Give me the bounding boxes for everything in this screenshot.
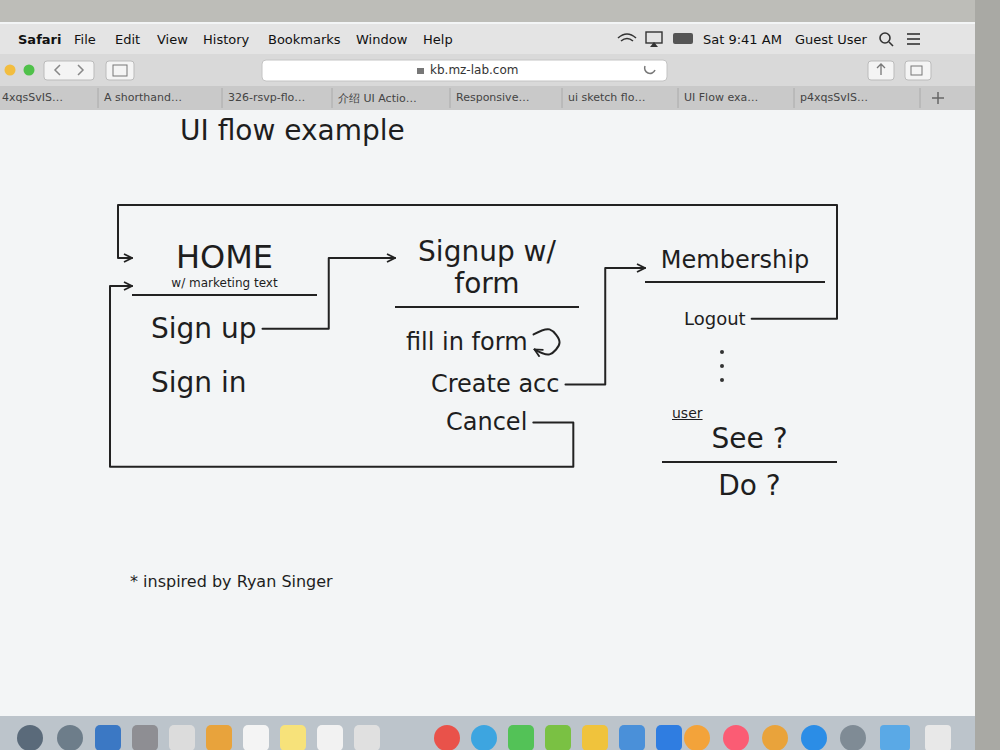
tab-title: UI Flow exa… <box>684 91 758 104</box>
nav-arrows <box>55 65 83 75</box>
do-prompt: Do ? <box>668 463 831 503</box>
sidebar-button <box>106 61 134 80</box>
tabs-icon <box>911 66 922 75</box>
reload-icon <box>645 66 655 73</box>
url-field <box>262 60 667 81</box>
action-item: Create acc <box>425 370 565 399</box>
tabs-button <box>905 61 931 80</box>
nav-buttons <box>44 61 94 80</box>
role-label: user <box>668 405 831 422</box>
dock <box>0 716 975 750</box>
menu-item: Edit <box>115 32 140 47</box>
menu-item: History <box>203 32 249 47</box>
screen-title: Signup w/ form <box>395 236 579 308</box>
screen <box>0 22 975 750</box>
menu-item: Window <box>356 32 407 47</box>
screen-block: MembershipLogout <box>645 246 825 336</box>
share-icon <box>877 64 885 75</box>
action-label: Sign in <box>151 366 247 400</box>
action-item: Cancel <box>440 408 533 437</box>
action-label: Cancel <box>446 408 527 437</box>
wifi-icon <box>618 34 636 41</box>
action-label: Create acc <box>431 370 559 399</box>
wall-edge <box>975 0 1000 750</box>
lock-icon <box>417 68 424 74</box>
tab-title: 介绍 UI Actio… <box>338 91 417 106</box>
diagram-title: UI flow example <box>180 114 405 147</box>
ceiling <box>0 0 1000 24</box>
dock-icons <box>17 725 951 750</box>
airplay-icon <box>646 32 662 43</box>
list-icon <box>907 34 920 44</box>
loop-arrow <box>534 329 560 354</box>
new-tab-icon <box>932 92 944 104</box>
menu-item: Help <box>423 32 453 47</box>
flow-arrow <box>263 258 396 329</box>
toolbar <box>0 54 975 86</box>
footnote: * inspired by Ryan Singer <box>130 572 333 591</box>
menu-item: View <box>157 32 188 47</box>
screen-title: HOME <box>138 238 311 276</box>
search-icon <box>880 33 890 43</box>
battery-icon <box>673 33 693 44</box>
screen-title: Membership <box>645 246 825 283</box>
search-icon <box>889 42 893 46</box>
action-label: Logout <box>684 308 746 330</box>
tab-separators <box>98 88 920 108</box>
flow-arrow <box>118 205 837 319</box>
url-text: kb.mz-lab.com <box>430 63 518 77</box>
tab-title: 326-rsvp-flo… <box>228 91 305 104</box>
tab-bar <box>0 86 975 110</box>
screen-block: Signup w/ form fill in formCreate accCanc… <box>395 236 579 443</box>
action-item: Sign in <box>145 366 253 400</box>
window-button <box>24 65 35 76</box>
screen-subtitle: w/ marketing text <box>132 276 317 295</box>
menu-item: Bookmarks <box>268 32 341 47</box>
action-item: fill in form <box>400 328 534 357</box>
share-button <box>868 61 894 80</box>
tab-title: p4xqsSvIS… <box>800 91 868 104</box>
tab-title: ui sketch flo… <box>568 91 646 104</box>
airplay-icon <box>650 42 658 47</box>
action-item: Sign up <box>145 312 263 346</box>
flow-arrow <box>110 286 573 467</box>
tab-title: A shorthand… <box>104 91 182 104</box>
clock: Sat 9:41 AM <box>703 32 782 47</box>
action-label: Sign up <box>151 312 257 346</box>
screen-template: userSee ?Do ? <box>662 405 837 503</box>
action-item: Logout <box>678 308 752 330</box>
screen-block: HOMEw/ marketing textSign up Sign in <box>132 238 317 406</box>
action-label: fill in form <box>406 328 528 357</box>
tab-title: Responsive… <box>456 91 529 104</box>
user-name: Guest User <box>795 32 867 47</box>
window-button <box>5 65 16 76</box>
menu-item: File <box>74 32 96 47</box>
ellipsis-dots <box>720 350 724 382</box>
tab-title: 4xqsSvIS… <box>2 91 63 104</box>
see-prompt: See ? <box>662 422 837 464</box>
sidebar-icon <box>113 65 127 76</box>
flow-arrow <box>565 268 645 384</box>
menu-bar <box>0 24 975 54</box>
app-menu: Safari <box>18 32 61 47</box>
